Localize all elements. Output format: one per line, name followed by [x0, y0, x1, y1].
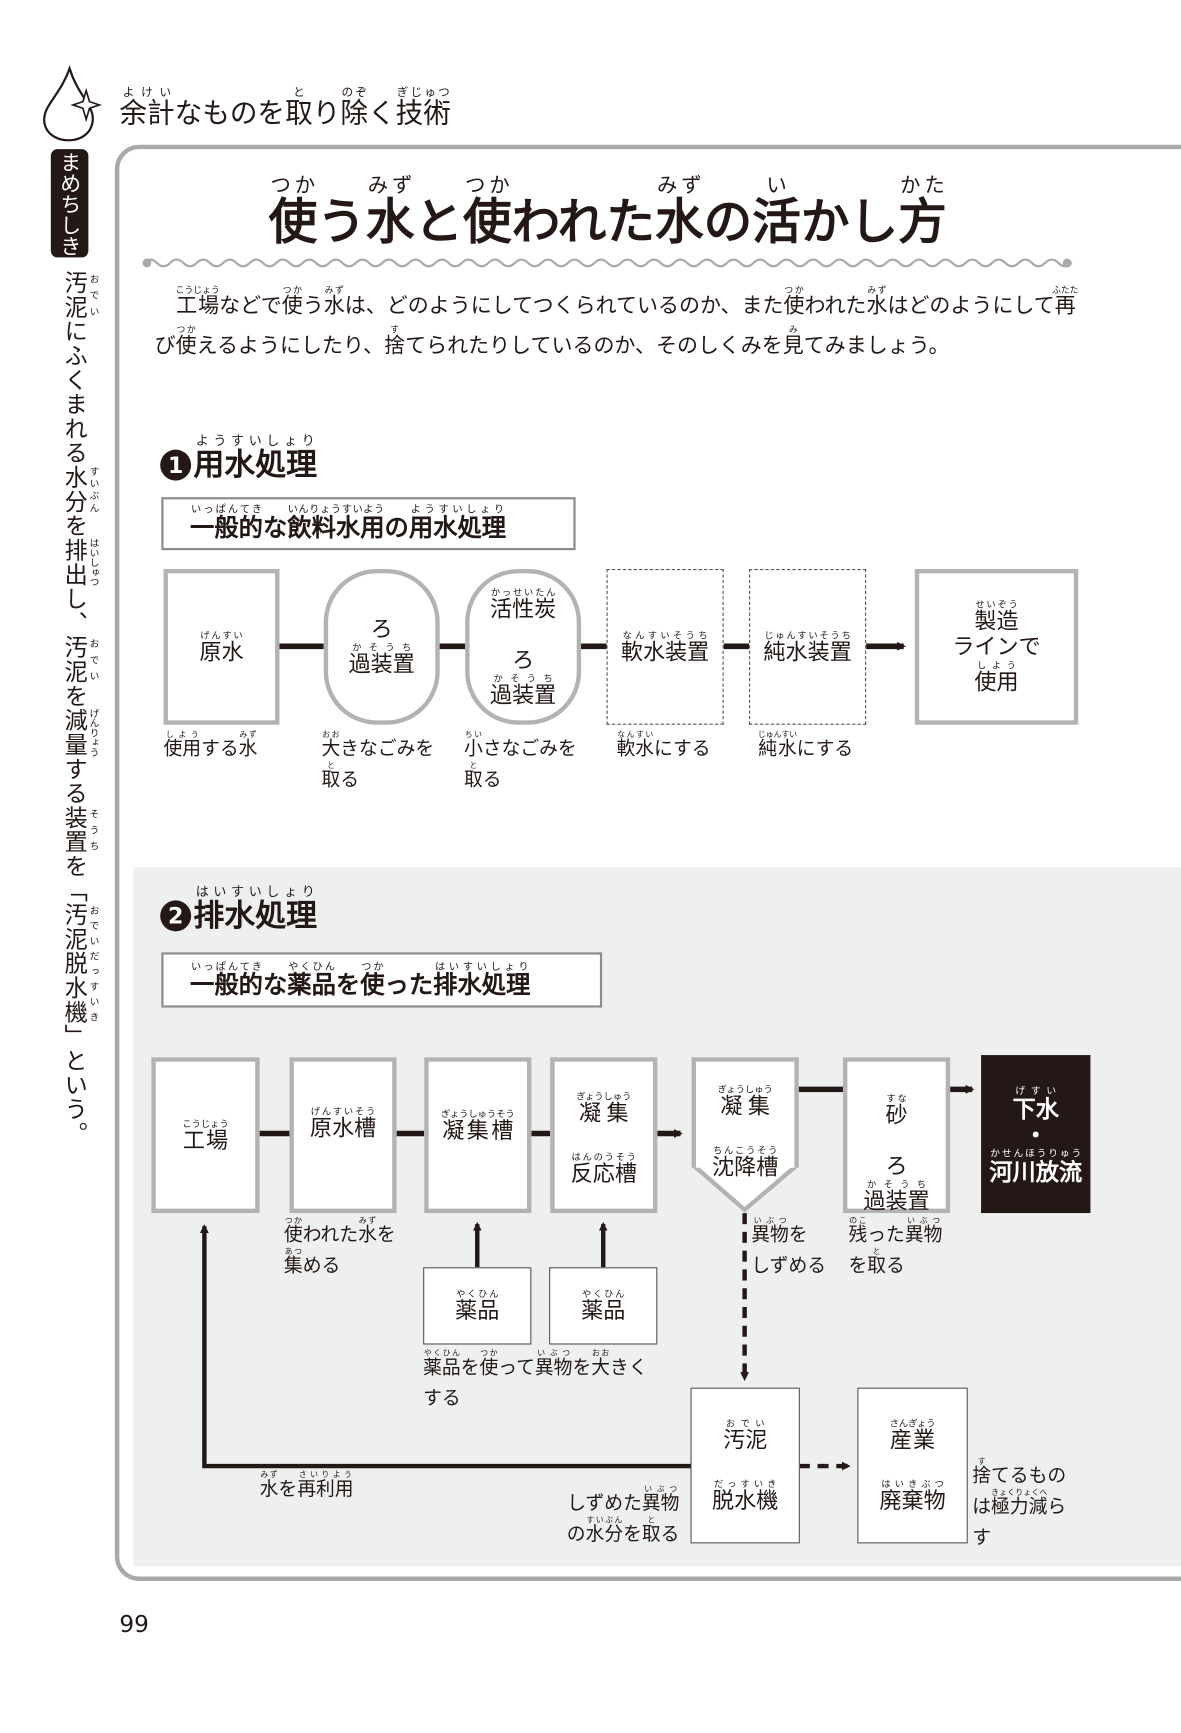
caption: 薬品やくひんを使つかって異物いぶつを大おおきくする [423, 1347, 648, 1410]
step-discharge: 下水げすい・河川放流かせんほうりゅう [981, 1055, 1091, 1214]
section1-subtitle: 一般的いっぱんてきな飲料水用いんりょうすいようの用水処理ようすいしょり [161, 497, 576, 551]
section-number-badge: 2 [160, 900, 192, 932]
caption: 使用しようする水みず [163, 729, 258, 761]
step-settling-tank: 凝集ぎょうしゅう沈降槽ちんこうそう [691, 1057, 799, 1179]
chemical-box: 薬品やくひん [549, 1267, 658, 1345]
industrial-waste: 産業さんぎょう廃棄物はいきぶつ [857, 1387, 968, 1544]
caption: 異物いぶつをしずめる [751, 1215, 827, 1278]
chapter-header: 余計よけいなものを取とり除のぞく技術ぎじゅつ [119, 86, 451, 130]
section-title: 排水処理はいすいしょり [193, 883, 318, 934]
caption: 小ちいさなごみを取とる [464, 729, 577, 792]
side-note: 汚泥おでいにふくまれる水分すいぶんを排出はいしゅつし、汚泥おでいを減量げんりょう… [61, 270, 99, 1146]
step-coagulation-tank: 凝集槽ぎょうしゅうそう [424, 1057, 532, 1214]
settling-tank-cone [692, 1165, 798, 1213]
step-production-line: 製造せいぞうラインで使用しよう [914, 568, 1079, 725]
step-sand-filter: 砂すなろ過装置かそうち [842, 1057, 951, 1214]
caption: 大おおきなごみを取とる [321, 729, 435, 792]
step-pure-water: 純水装置じゅんすいそうち [749, 568, 867, 725]
wavy-divider [142, 258, 1073, 268]
step-filter: ろ過装置かそうち [323, 568, 440, 725]
page-title: 使つかう水みずと使つかわれた水みずの活いかし方かた [268, 174, 947, 251]
section2-subtitle: 一般的いっぱんてきな薬品やくひんを使つかった排水処理はいすいしょり [161, 952, 603, 1008]
caption: しずめた異物いぶつの水分すいぶんを取とる [566, 1483, 680, 1546]
sludge-dewaterer: 汚泥おでい脱水機だっすいき [690, 1387, 800, 1544]
step-factory: 工場こうじょう [151, 1057, 260, 1214]
caption: 残のこった異物いぶつを取とる [848, 1215, 943, 1278]
step-raw-water-tank: 原水槽げんすいそう [289, 1057, 397, 1214]
mamechishiki-tab: まめちしき [50, 149, 89, 258]
step-raw-water: 原水げんすい [163, 568, 280, 725]
step-softener: 軟水装置なんすいそうち [606, 568, 724, 725]
step-reaction-tank: 凝集ぎょうしゅう反応槽はんのうそう [550, 1057, 658, 1214]
intro-paragraph: 工場こうじょうなどで使つかう水みずは、どのようにしてつくられているのか、また使つ… [154, 285, 1079, 358]
content-frame [114, 144, 1181, 1581]
chemical-box: 薬品やくひん [423, 1267, 532, 1345]
section-title: 用水処理ようすいしょり [193, 433, 318, 483]
caption: 捨すてるものは極力減きょくりょくへらす [972, 1456, 1067, 1549]
process-connectors-2 [199, 1084, 975, 1471]
sparkle-icon [70, 87, 103, 123]
caption: 純水じゅんすいにする [757, 729, 854, 761]
section-number-badge: 1 [160, 449, 192, 481]
page-number: 99 [119, 1610, 149, 1638]
step-carbon-filter: 活性炭かっせいたんろ過装置かそうち [465, 568, 582, 725]
caption: 軟水なんすいにする [616, 729, 711, 761]
caption: 水みずを再利用さいりよう [259, 1469, 354, 1501]
caption: 使つかわれた水みずを集あつめる [283, 1215, 396, 1278]
